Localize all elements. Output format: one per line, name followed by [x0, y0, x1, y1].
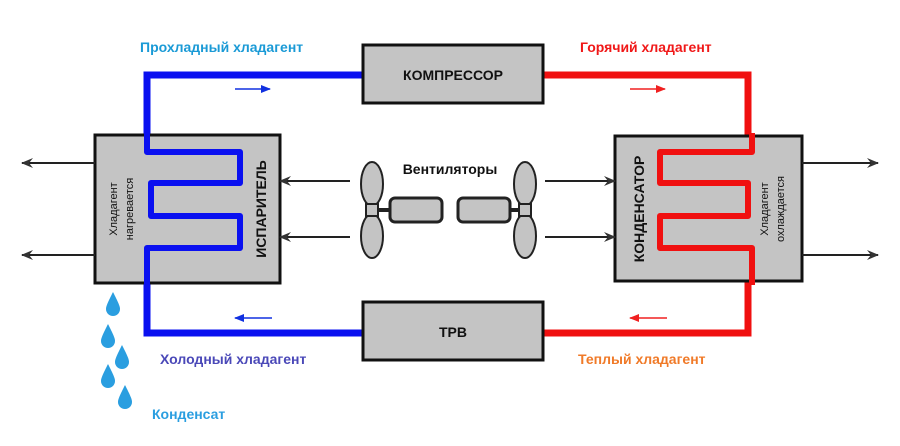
compressor: КОМПРЕССОР: [361, 43, 545, 105]
fans-label: Вентиляторы: [403, 161, 498, 177]
condenser-label: КОНДЕНСАТОР: [631, 156, 647, 263]
air-flow-arrows: [21, 158, 879, 260]
cold-refrigerant-label: Холодный хладагент: [160, 351, 306, 367]
cool-refrigerant-label: Прохладный хладагент: [140, 39, 303, 55]
evaporator: ИСПАРИТЕЛЬ Хладагент нагревается: [93, 133, 282, 285]
trv-label: ТРВ: [439, 324, 467, 340]
expansion-valve: ТРВ: [361, 300, 545, 362]
hot-refrigerant-label: Горячий хладагент: [580, 39, 712, 55]
condensate-drops-icon: [101, 292, 132, 409]
warm-refrigerant-label: Теплый хладагент: [578, 351, 706, 367]
condenser-note-line1: Хладагент: [759, 182, 771, 235]
condensate-label: Конденсат: [152, 406, 225, 422]
compressor-label: КОМПРЕССОР: [403, 67, 503, 83]
condenser: КОНДЕНСАТОР Хладагент охлаждается: [613, 133, 804, 285]
condenser-coil: [657, 133, 755, 285]
evaporator-note-line1: Хладагент: [108, 182, 120, 235]
evaporator-label: ИСПАРИТЕЛЬ: [253, 160, 269, 258]
fan-left-icon: [360, 161, 444, 259]
evaporator-note-line2: нагревается: [124, 178, 136, 240]
warm-pipe: [541, 280, 752, 337]
evaporator-coil: [144, 133, 243, 285]
fan-right-icon: [456, 161, 537, 259]
condenser-note-line2: охлаждается: [775, 176, 787, 242]
cold-pipe: [143, 280, 365, 337]
cool-pipe: [143, 71, 365, 140]
hot-pipe: [541, 71, 752, 140]
